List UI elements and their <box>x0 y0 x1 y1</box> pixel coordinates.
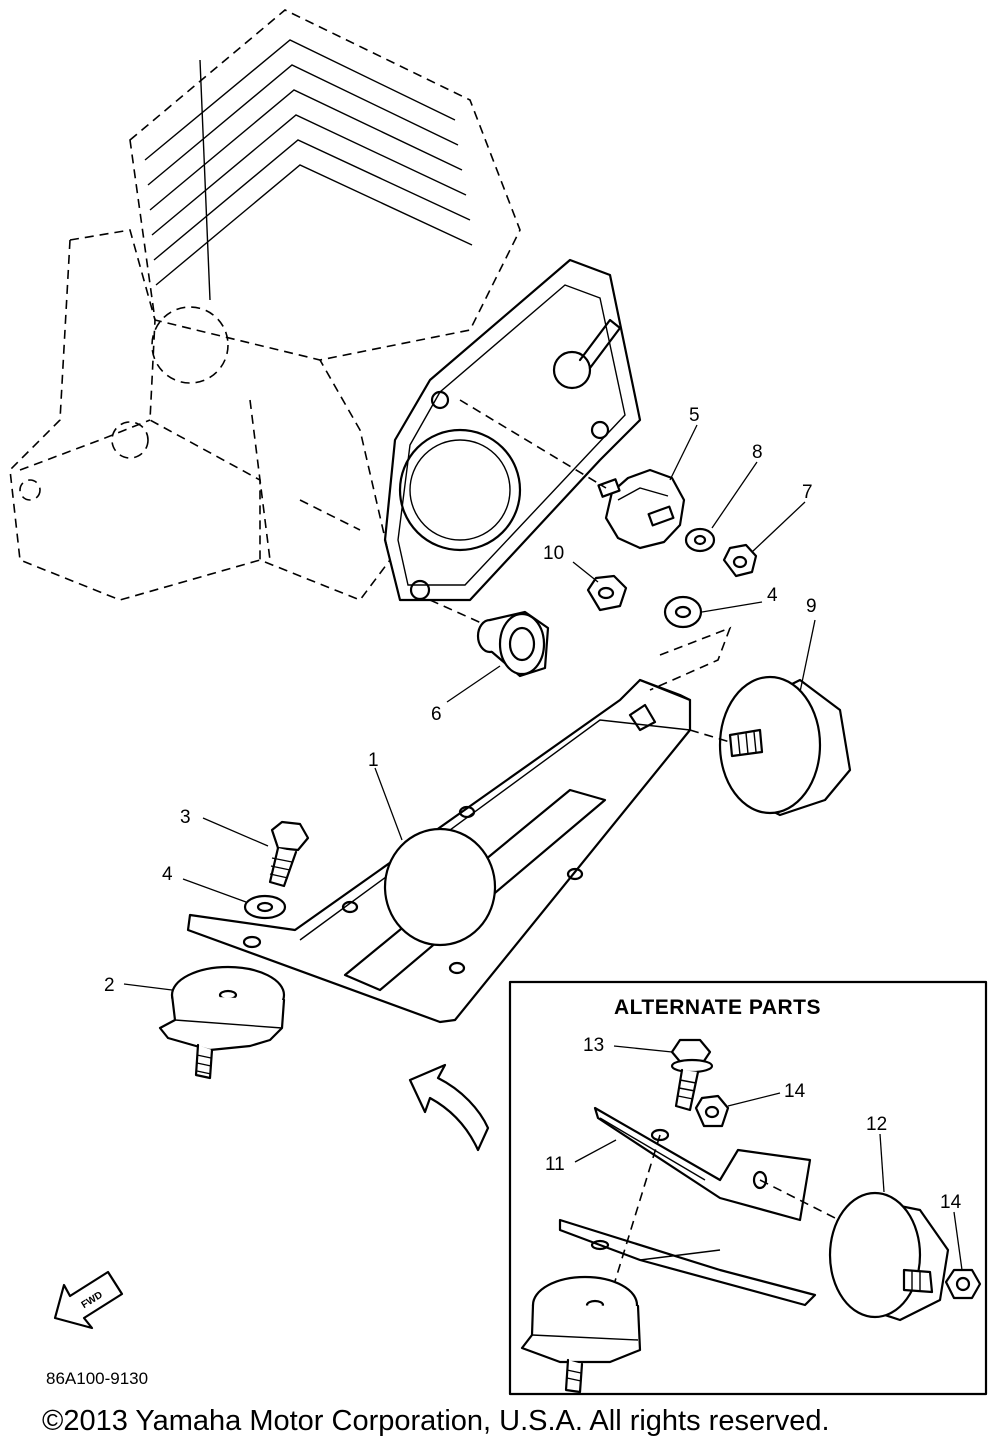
part-3-bolt <box>268 820 310 888</box>
part-4-washer-upper <box>663 595 703 629</box>
callout-4-upper: 4 <box>767 585 778 606</box>
part-6-collar <box>429 599 550 678</box>
curved-arrow-icon <box>408 1063 490 1152</box>
part-9-rubber-mount <box>649 626 852 817</box>
copyright-notice: ©2013 Yamaha Motor Corporation, U.S.A. A… <box>42 1405 830 1437</box>
callout-9: 9 <box>806 596 817 617</box>
part-14-flange-nut-right <box>944 1268 982 1300</box>
alternate-parts-box <box>508 980 988 1396</box>
engine-illustration <box>9 9 642 602</box>
callout-7: 7 <box>802 482 813 503</box>
callout-8: 8 <box>752 442 763 463</box>
part-14-flange-nut-upper <box>694 1094 730 1128</box>
part-7-nut <box>722 543 758 578</box>
callout-5: 5 <box>689 405 700 426</box>
callout-6: 6 <box>431 704 442 725</box>
part-5-mount-bracket <box>459 399 686 550</box>
alternate-parts-title: ALTERNATE PARTS <box>614 996 821 1019</box>
callout-1: 1 <box>368 750 379 771</box>
part-12-rubber-mount <box>828 1191 950 1322</box>
callout-10: 10 <box>543 543 564 564</box>
callout-labels: 5 8 7 10 4 9 6 1 3 4 2 ALTERNATE PARTS 1… <box>104 405 962 1213</box>
part-10-flange-nut <box>586 574 628 612</box>
part-2-lower-mount <box>158 965 286 1080</box>
fwd-arrow-icon: FWD <box>53 1270 124 1330</box>
callout-2: 2 <box>104 975 115 996</box>
callout-14-right: 14 <box>940 1192 962 1213</box>
part-8-washer <box>684 527 716 553</box>
leader-lines <box>123 424 963 1271</box>
callout-4-lower: 4 <box>162 864 173 885</box>
callout-13: 13 <box>583 1035 604 1056</box>
callout-14-upper: 14 <box>784 1081 806 1102</box>
callout-3: 3 <box>180 807 191 828</box>
callout-12: 12 <box>866 1114 887 1135</box>
callout-11: 11 <box>545 1154 565 1175</box>
part-2-lower-mount-alt <box>520 1275 642 1394</box>
drawing-code: 86A100-9130 <box>46 1369 148 1388</box>
part-1-engine-bracket <box>186 678 692 1024</box>
part-13-flange-bolt <box>670 1038 714 1112</box>
part-4-washer-lower <box>243 894 287 920</box>
